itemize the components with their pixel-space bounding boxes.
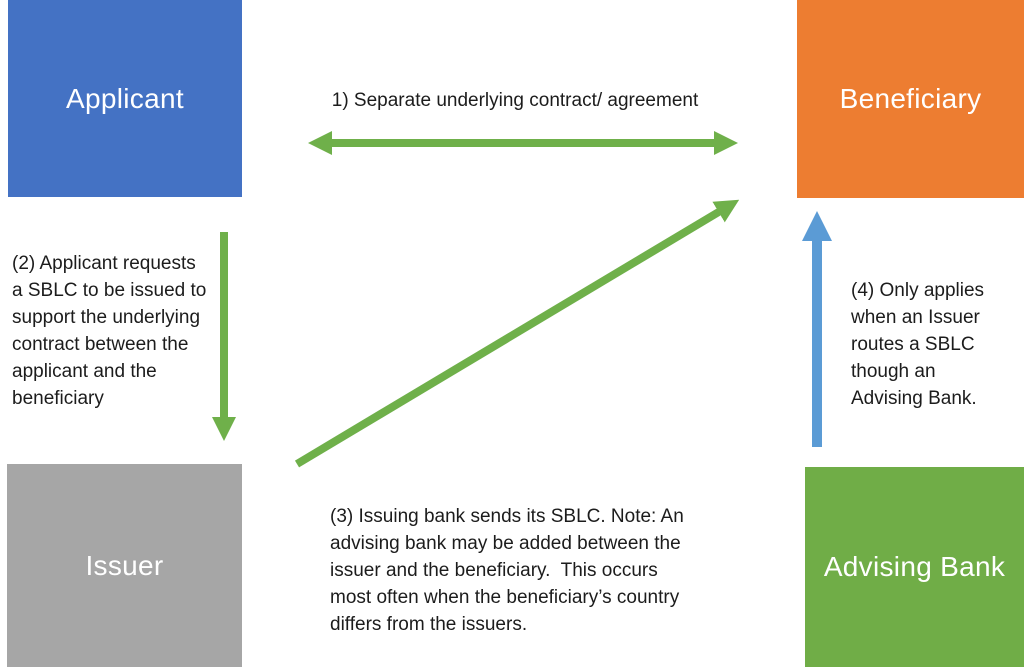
applicant-box-label: Applicant (66, 82, 184, 114)
beneficiary-box-label: Beneficiary (839, 83, 982, 114)
step2-annotation: (2) Applicant requests a SBLC to be issu… (12, 253, 207, 409)
advising-bank-box: Advising Bank (805, 467, 1024, 667)
step1-annotation: 1) Separate underlying contract/ agreeme… (331, 90, 699, 111)
step4-annotation: (4) Only applies when an Issuer routes a… (851, 280, 985, 409)
step3-annotation: (3) Issuing bank sends its SBLC. Note: A… (330, 506, 684, 635)
applicant-box: Applicant (8, 0, 242, 197)
sblc-send-arrow (294, 199, 740, 468)
issuer-box: Issuer (7, 464, 242, 667)
issuer-box-label: Issuer (85, 549, 164, 581)
beneficiary-box: Beneficiary (797, 0, 1024, 198)
advising-bank-box-label: Advising Bank (823, 551, 1006, 582)
